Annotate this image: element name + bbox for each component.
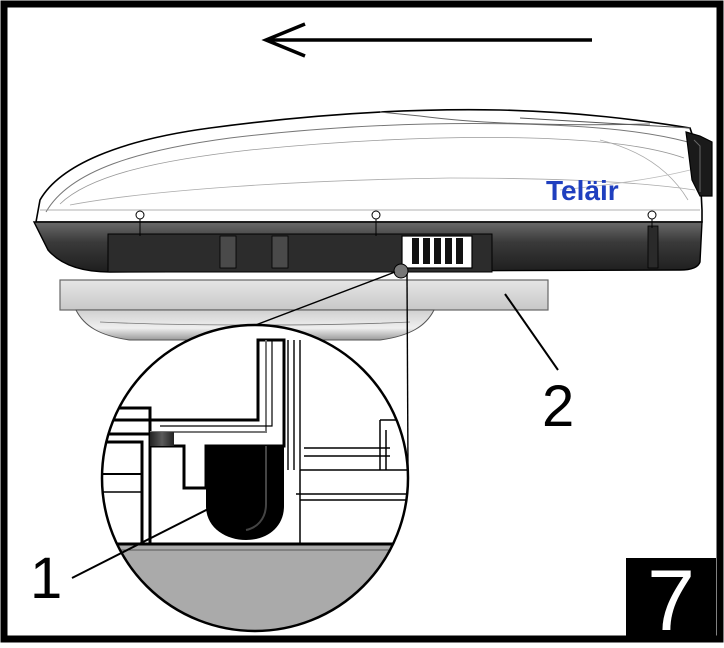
magnified-detail bbox=[100, 323, 410, 633]
callout-1-label: 1 bbox=[30, 546, 62, 611]
callout-2-label: 2 bbox=[542, 374, 574, 439]
arrow-left-icon bbox=[261, 22, 592, 58]
rear-vent bbox=[685, 131, 713, 197]
step-number: 7 bbox=[647, 553, 695, 643]
callout-2: 2 bbox=[504, 293, 574, 439]
step-badge: 7 bbox=[626, 553, 716, 648]
brand-label: Telӓir bbox=[546, 175, 619, 206]
callout-1: 1 bbox=[30, 501, 223, 611]
roof-plate bbox=[59, 279, 549, 311]
gasket-point bbox=[393, 263, 409, 279]
